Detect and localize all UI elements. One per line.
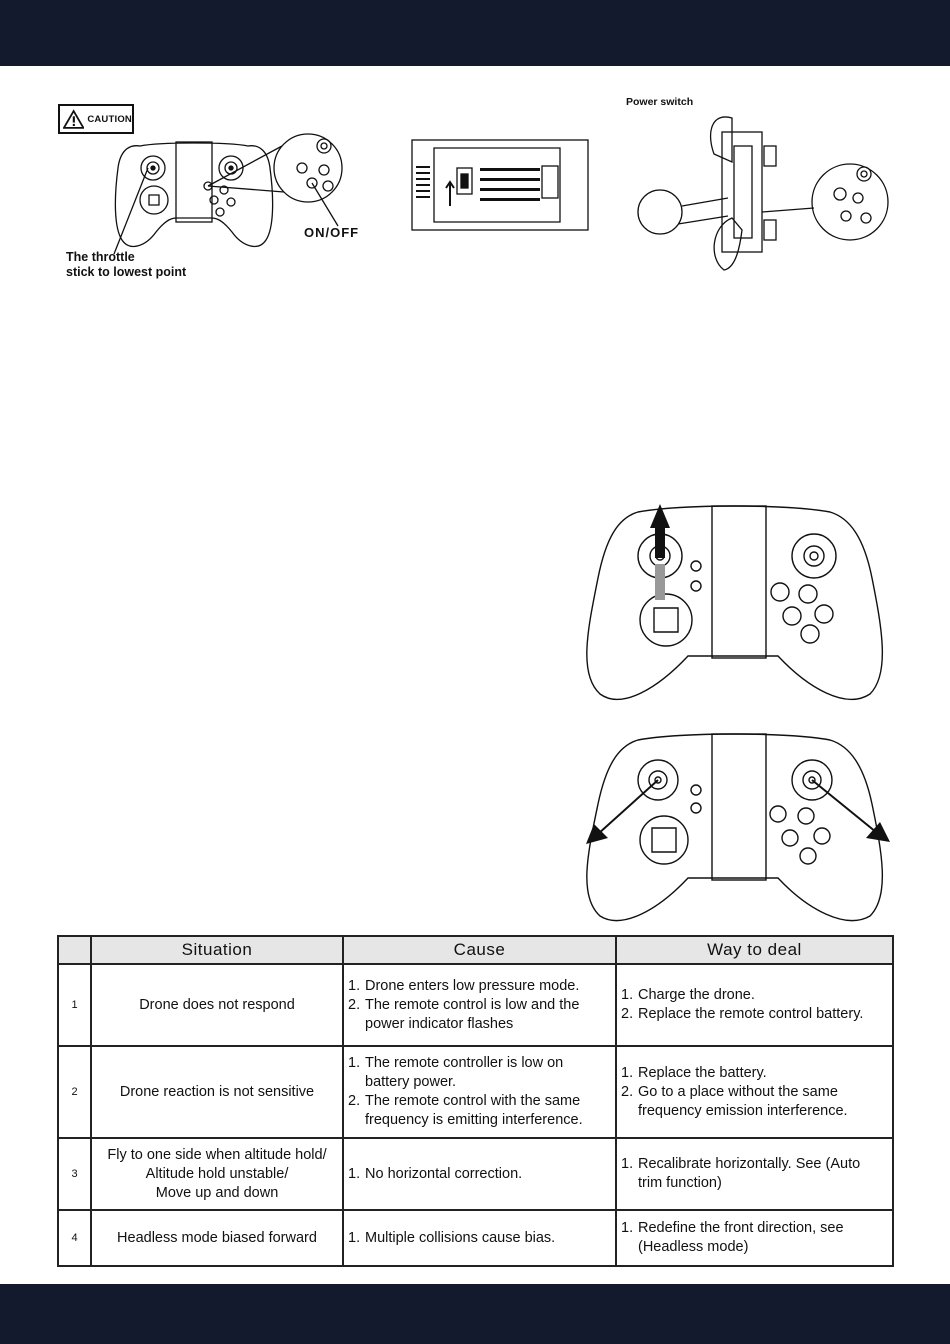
cause-item: 1.The remote controller is low on batter…	[348, 1055, 564, 1090]
controller-figure-caution	[113, 133, 343, 255]
situation-line: Drone reaction is not sensitive	[119, 1083, 315, 1100]
onoff-label: ON/OFF	[304, 225, 360, 240]
situation-cell: Drone reaction is not sensitive	[90, 1045, 344, 1139]
table-row: 3 Fly to one side when altitude hold/ Al…	[57, 1137, 894, 1211]
caution-label: CAUTION	[87, 113, 132, 125]
situation-line: Move up and down	[155, 1184, 279, 1201]
cause-cell: 1.The remote controller is low on batter…	[342, 1045, 617, 1139]
row-number: 4	[57, 1209, 92, 1267]
controller-side-power-figure	[637, 116, 889, 271]
deal-item: 1.Charge the drone.	[621, 987, 755, 1003]
header-way-to-deal: Way to deal	[615, 935, 894, 965]
cause-item: 2.The remote control is low and the powe…	[348, 996, 580, 1032]
header-situation: Situation	[90, 935, 344, 965]
cause-cell: 1.No horizontal correction.	[342, 1137, 617, 1211]
header-cause: Cause	[342, 935, 617, 965]
deal-cell: 1.Charge the drone. 2.Replace the remote…	[615, 963, 894, 1047]
row-number: 1	[57, 963, 92, 1047]
warning-triangle-icon	[63, 109, 85, 129]
table-header-row: Situation Cause Way to deal	[57, 935, 894, 965]
situation-cell: Drone does not respond	[90, 963, 344, 1047]
cause-item: 1.No horizontal correction.	[348, 1165, 523, 1182]
throttle-label-line2: stick to lowest point	[66, 265, 187, 279]
situation-line: Headless mode biased forward	[117, 1229, 317, 1246]
row-number: 2	[57, 1045, 92, 1139]
deal-cell: 1.Replace the battery. 2.Go to a place w…	[615, 1045, 894, 1139]
situation-cell: Headless mode biased forward	[90, 1209, 344, 1267]
controller-calibrate-figure	[586, 733, 890, 922]
table-row: 1 Drone does not respond 1.Drone enters …	[57, 963, 894, 1047]
cause-item: 1.Multiple collisions cause bias.	[348, 1229, 556, 1246]
deal-item: 1.Replace the battery.	[621, 1064, 767, 1081]
deal-cell: 1.Redefine the front direction, see (Hea…	[615, 1209, 894, 1267]
header-number	[57, 935, 92, 965]
header-band	[0, 0, 950, 66]
situation-line: Fly to one side when altitude hold/	[107, 1146, 327, 1163]
throttle-label-line1: The throttle	[66, 250, 135, 264]
controller-back-switch-figure	[411, 139, 589, 231]
troubleshooting-table: Situation Cause Way to deal 1 Drone does…	[57, 935, 894, 1267]
deal-item: 2.Go to a place without the same frequen…	[621, 1083, 848, 1119]
situation-line: Altitude hold unstable/	[145, 1165, 289, 1182]
cause-cell: 1.Drone enters low pressure mode. 2.The …	[342, 963, 617, 1047]
cause-item: 2.The remote control with the same frequ…	[348, 1093, 583, 1128]
row-number: 3	[57, 1137, 92, 1211]
situation-cell: Fly to one side when altitude hold/ Alti…	[90, 1137, 344, 1211]
deal-cell: 1.Recalibrate horizontally. See (Auto tr…	[615, 1137, 894, 1211]
deal-item: 1.Redefine the front direction, see (Hea…	[621, 1220, 844, 1255]
cause-cell: 1.Multiple collisions cause bias.	[342, 1209, 617, 1267]
table-row: 4 Headless mode biased forward 1.Multipl…	[57, 1209, 894, 1267]
table-row: 2 Drone reaction is not sensitive 1.The …	[57, 1045, 894, 1139]
cause-item: 1.Drone enters low pressure mode.	[348, 977, 580, 994]
deal-item: 2.Replace the remote control battery.	[621, 1006, 864, 1022]
situation-line: Drone does not respond	[139, 996, 295, 1013]
power-switch-label: Power switch	[626, 96, 694, 108]
controller-throttle-figure	[586, 504, 883, 700]
caution-badge: CAUTION	[58, 104, 134, 134]
footer-band	[0, 1284, 950, 1344]
deal-item: 1.Recalibrate horizontally. See (Auto tr…	[621, 1156, 861, 1191]
